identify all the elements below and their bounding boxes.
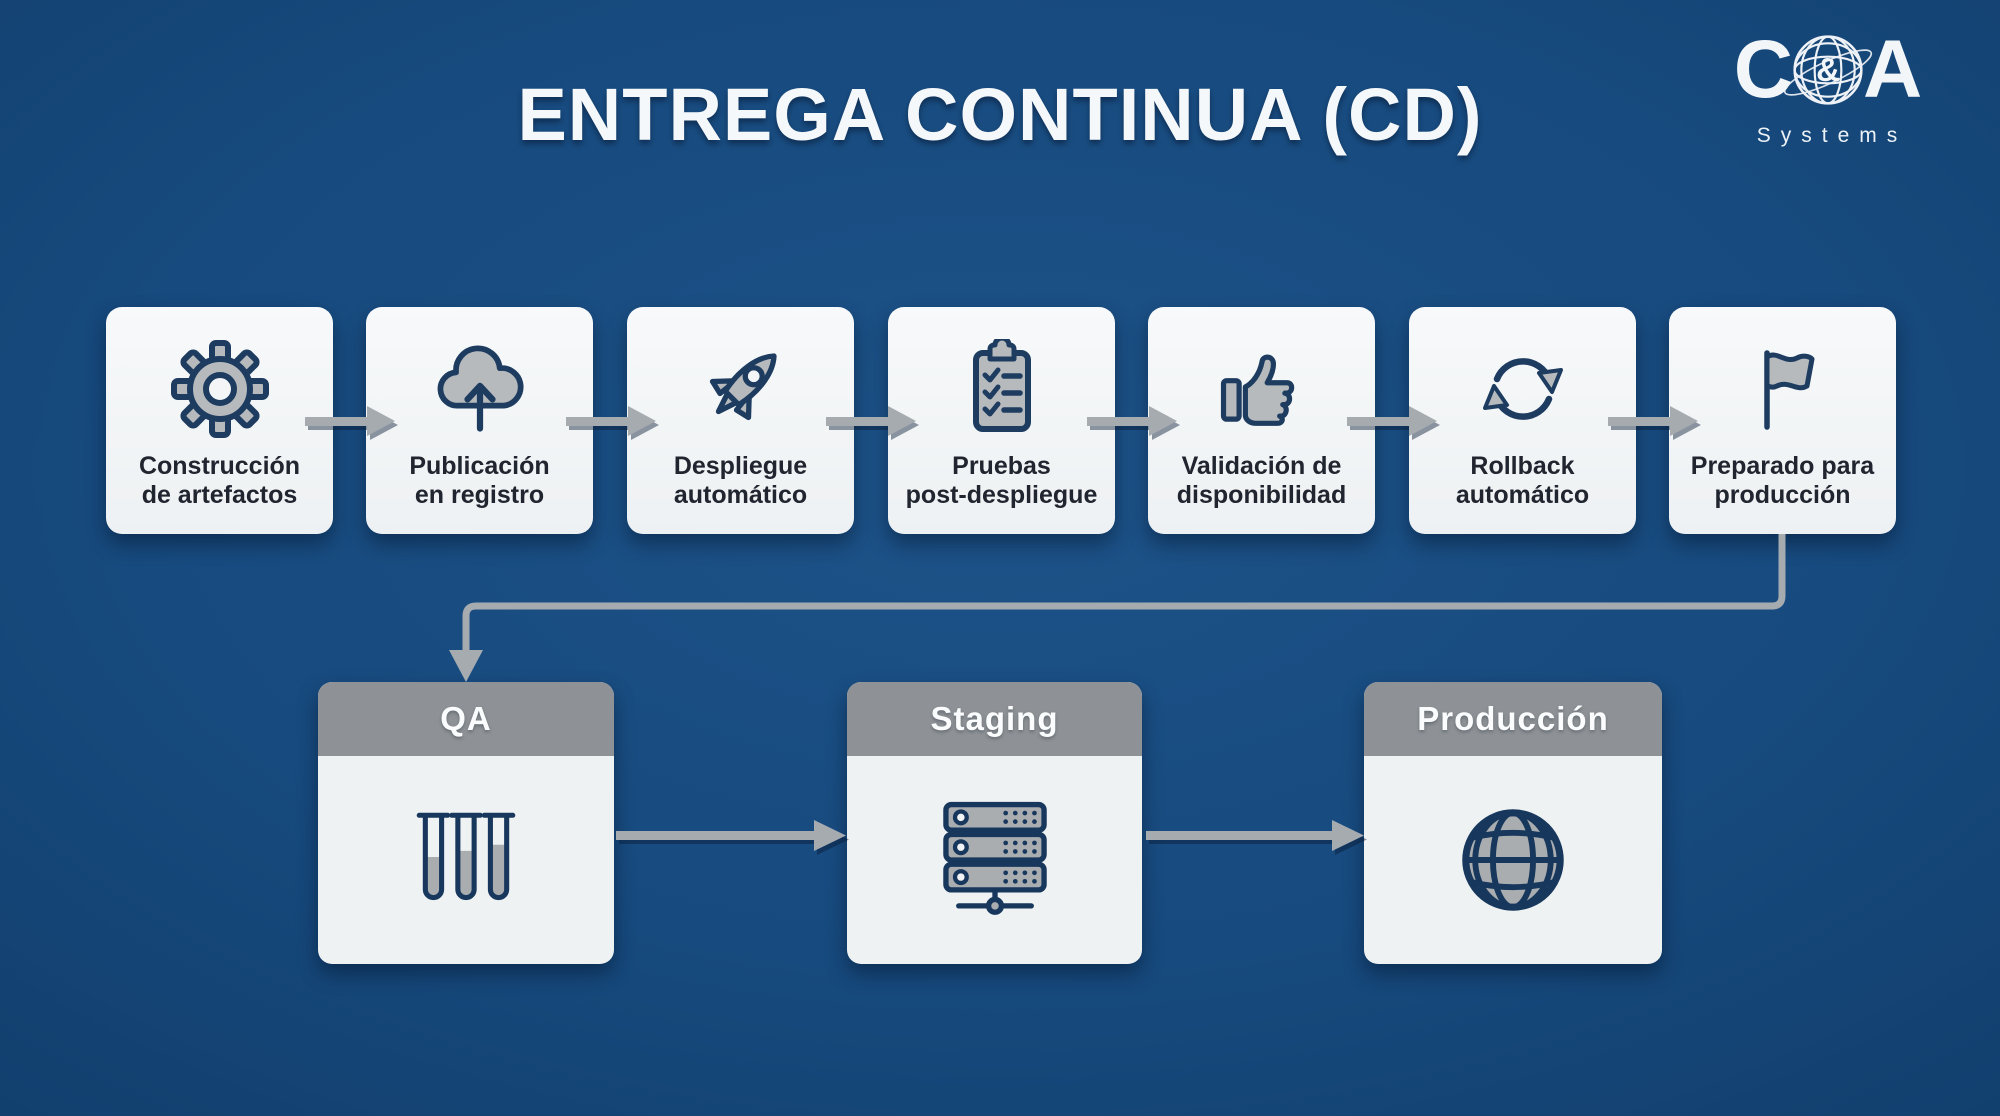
test-tubes-icon (318, 756, 614, 964)
company-logo: C & A Systems (1708, 18, 1948, 148)
thumbs-up-icon (1210, 333, 1314, 445)
flow-arrow-icon (1146, 818, 1366, 853)
env-card-qa: QA (318, 682, 614, 964)
logo-subtitle: Systems (1756, 124, 1908, 147)
flag-icon (1733, 333, 1833, 445)
globe-icon (1364, 756, 1662, 964)
flow-arrow-icon (305, 403, 397, 439)
env-card-staging: Staging (847, 682, 1142, 964)
logo-letter-a: A (1863, 24, 1923, 115)
env-header: QA (318, 682, 614, 756)
flow-arrow-icon (1608, 403, 1700, 439)
env-card-produccion: Producción (1364, 682, 1662, 964)
logo-letter-c: C (1733, 24, 1793, 115)
server-rack-icon (847, 756, 1142, 964)
logo-wordmark: C & A (1708, 18, 1948, 122)
flow-arrow-icon (616, 818, 848, 853)
env-header: Staging (847, 682, 1142, 756)
flow-arrow-icon (1087, 403, 1179, 439)
cloud-upload-icon (428, 333, 532, 445)
flow-arrow-icon (566, 403, 658, 439)
sync-icon (1473, 333, 1573, 445)
logo-globe-icon: & (1778, 20, 1878, 120)
flow-arrow-icon (1347, 403, 1439, 439)
checklist-icon (952, 333, 1052, 445)
env-header: Producción (1364, 682, 1662, 756)
page-title: ENTREGA CONTINUA (CD) (517, 73, 1483, 156)
logo-ampersand: & (1816, 51, 1840, 88)
gear-icon (170, 333, 270, 445)
rocket-icon (688, 333, 794, 445)
flow-arrow-icon (826, 403, 918, 439)
